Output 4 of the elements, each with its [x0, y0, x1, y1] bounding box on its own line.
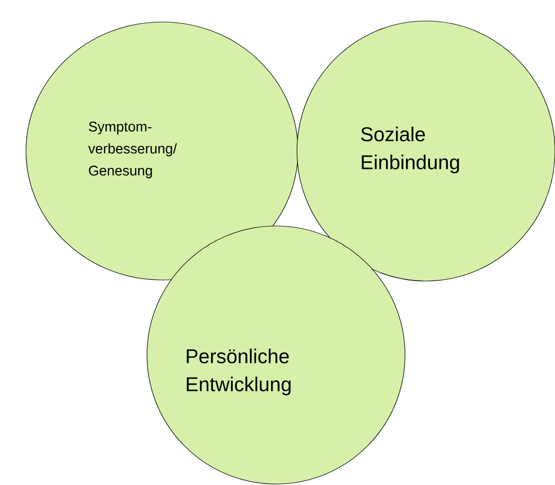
ellipse-node: Symptom-verbesserung/ Genesung: [26, 22, 298, 280]
ellipse-node: Soziale Einbindung: [296, 20, 555, 282]
node-label: Persönliche Entwicklung: [186, 348, 291, 396]
ellipse-node: Persönliche Entwicklung: [146, 226, 406, 484]
